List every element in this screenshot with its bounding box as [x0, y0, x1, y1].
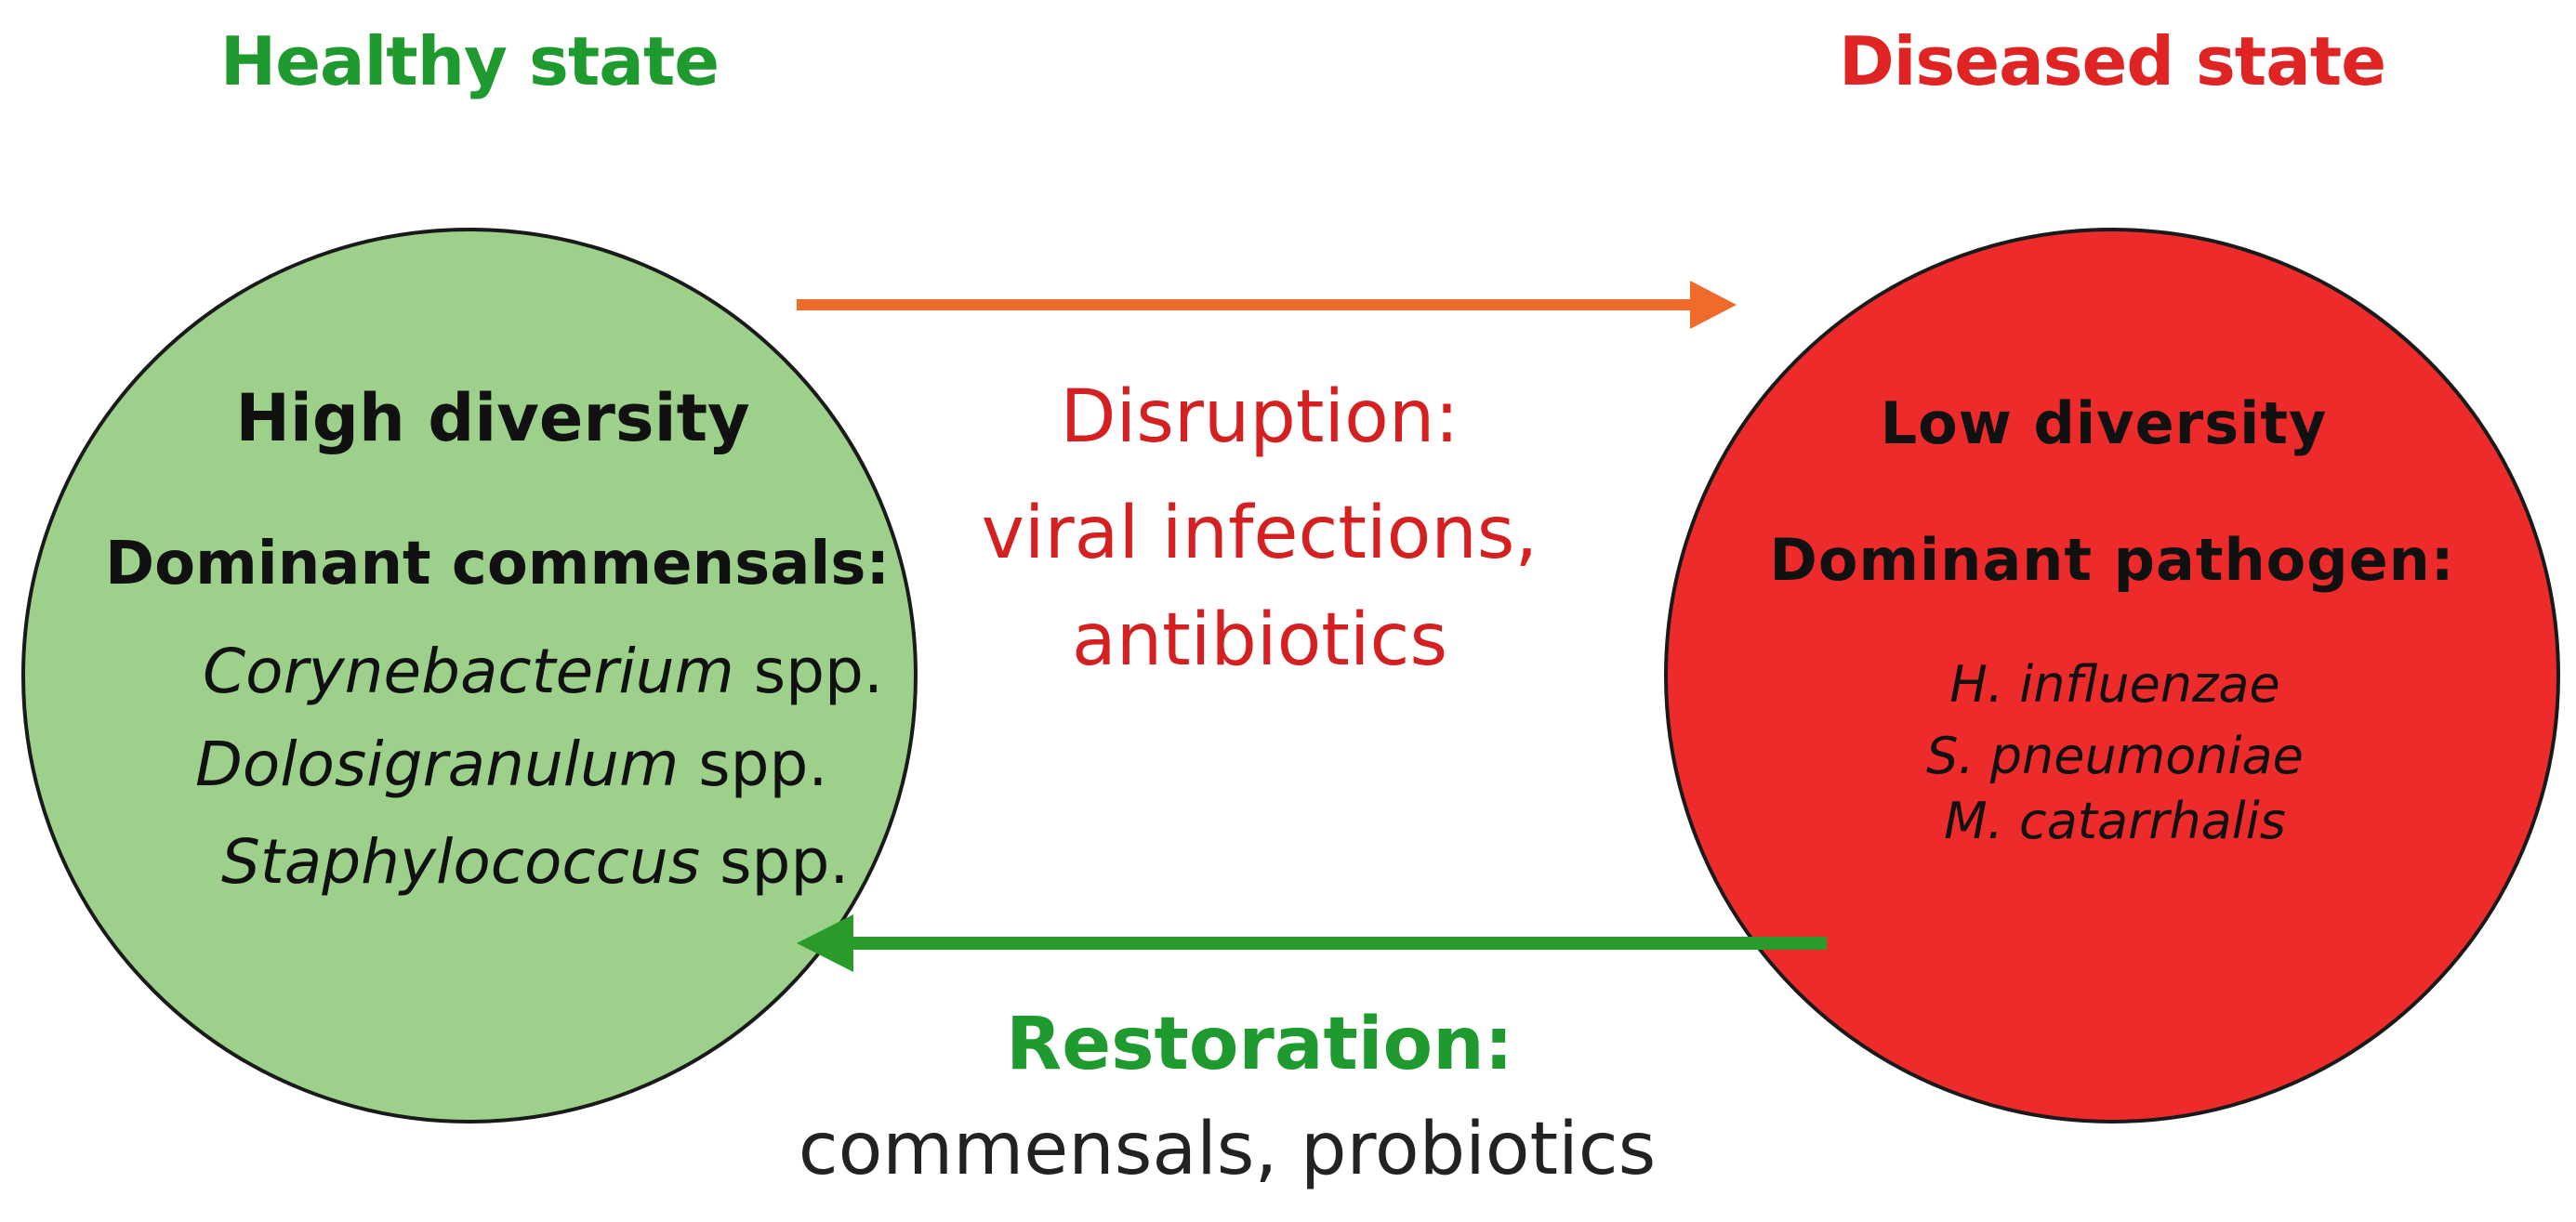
- healthy-state-circle: [21, 228, 918, 1123]
- disruption-label-causes-2: antibiotics: [1071, 598, 1448, 682]
- diseased-diversity-label: Low diversity: [1880, 389, 2328, 457]
- restoration-arrow: [797, 914, 1827, 972]
- pathogen-3: M. catarrhalis: [1944, 792, 2286, 850]
- commensal-species-1: Corynebacterium spp.: [203, 636, 883, 707]
- healthy-dominant-label: Dominant commensals:: [104, 530, 891, 598]
- diseased-state-title: Diseased state: [1838, 22, 2386, 100]
- pathogen-1: H. influenzae: [1949, 655, 2280, 714]
- restoration-label-title: Restoration:: [1006, 1003, 1513, 1086]
- commensal-species-3: Staphylococcus spp.: [221, 826, 850, 898]
- disruption-label-title: Disruption:: [1060, 375, 1460, 459]
- pathogen-2: S. pneumoniae: [1926, 727, 2304, 785]
- diseased-state-circle: [1664, 228, 2560, 1123]
- diseased-dominant-label: Dominant pathogen:: [1769, 526, 2455, 594]
- disruption-arrow: [797, 281, 1737, 329]
- healthy-diversity-label: High diversity: [235, 380, 750, 456]
- commensal-species-2: Dolosigranulum spp.: [195, 729, 828, 800]
- healthy-state-title: Healthy state: [219, 22, 720, 100]
- disruption-label-causes: viral infections,: [981, 492, 1539, 575]
- restoration-label-means: commensals, probiotics: [798, 1108, 1657, 1191]
